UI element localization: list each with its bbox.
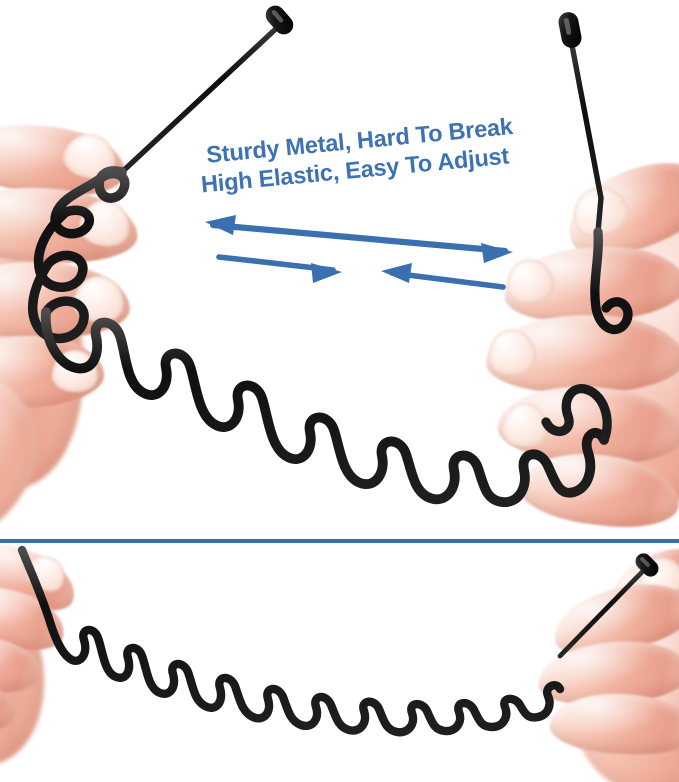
black-rubber-end-cap-right: [558, 12, 582, 48]
panel-bottom: [0, 544, 679, 782]
panel-top: Sturdy Metal, Hard To Break High Elastic…: [0, 5, 679, 540]
stretch-arrow-group: [205, 215, 513, 290]
headband-product-bottom: [17, 545, 659, 737]
stretch-arrow-outward: [205, 215, 513, 263]
band-left-straight-arm: [119, 21, 284, 175]
stretch-arrow-inner-left: [381, 263, 506, 290]
panel-divider: [0, 539, 679, 543]
black-rubber-end-cap-bottom-right: [635, 553, 659, 577]
wavy-zigzag-band-top: [41, 307, 609, 507]
band-bottom-right-arm: [557, 565, 649, 659]
band-left-coils: [27, 166, 130, 344]
black-rubber-end-cap-left: [265, 5, 294, 35]
stretch-arrow-inner-right: [216, 254, 342, 283]
headband-product-top: [27, 5, 633, 507]
band-right-coils: [541, 227, 633, 445]
band-right-straight-arm: [568, 37, 604, 235]
wavy-zigzag-band-bottom: [17, 545, 565, 737]
